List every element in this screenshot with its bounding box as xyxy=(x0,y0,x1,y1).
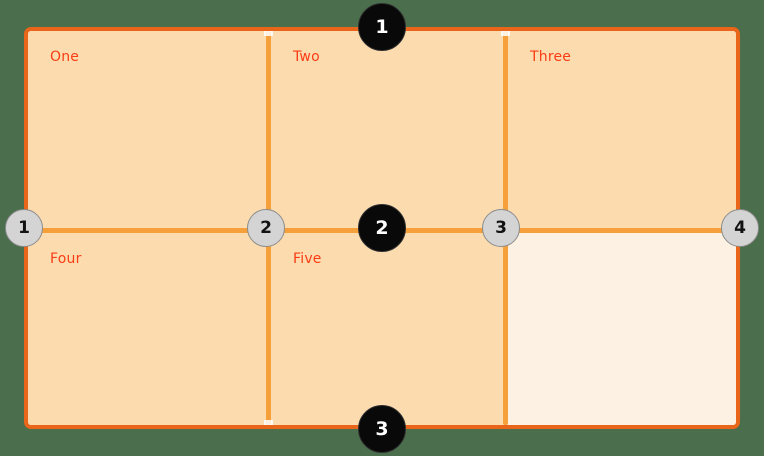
grid-cell-two[interactable]: Two xyxy=(271,31,503,228)
column-handle-label-3: 3 xyxy=(495,218,507,238)
marker-node-top[interactable]: 1 xyxy=(358,3,406,51)
grid-cell-label-two: Two xyxy=(293,49,320,65)
column-handle-2[interactable]: 2 xyxy=(247,209,285,247)
column-handle-4[interactable]: 4 xyxy=(721,209,759,247)
column-handle-label-1: 1 xyxy=(18,218,30,238)
divider-notch-top-1 xyxy=(264,31,273,36)
marker-node-bottom[interactable]: 3 xyxy=(358,405,406,453)
grid-frame: One Two Three Four Five xyxy=(24,27,740,429)
marker-node-label-2: 2 xyxy=(375,217,389,239)
marker-node-middle[interactable]: 2 xyxy=(358,204,406,252)
marker-node-label-1: 1 xyxy=(375,16,389,38)
grid-cell-label-one: One xyxy=(50,49,80,65)
grid-cell-label-five: Five xyxy=(293,251,322,267)
marker-node-label-3: 3 xyxy=(375,418,389,440)
column-handle-1[interactable]: 1 xyxy=(5,209,43,247)
divider-notch-top-2 xyxy=(501,31,510,36)
column-handle-label-4: 4 xyxy=(734,218,746,238)
grid-cell-label-four: Four xyxy=(50,251,82,267)
column-handle-3[interactable]: 3 xyxy=(482,209,520,247)
divider-notch-bottom-1 xyxy=(264,420,273,425)
grid-cell-empty[interactable] xyxy=(508,233,736,425)
grid-cell-three[interactable]: Three xyxy=(508,31,736,228)
grid-cell-one[interactable]: One xyxy=(28,31,266,228)
grid-cell-five[interactable]: Five xyxy=(271,233,503,425)
column-handle-label-2: 2 xyxy=(260,218,272,238)
grid-cell-label-three: Three xyxy=(530,49,572,65)
grid-cell-four[interactable]: Four xyxy=(28,233,266,425)
